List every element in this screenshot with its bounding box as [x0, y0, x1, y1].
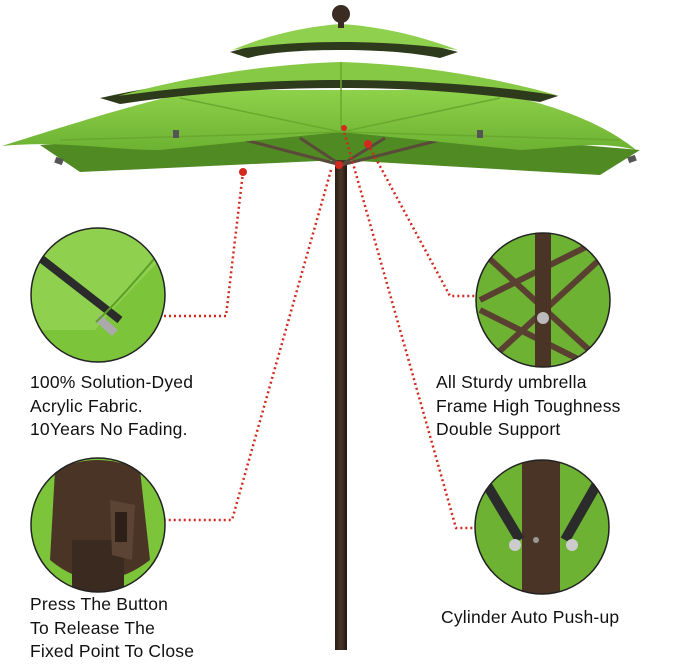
- frame-caption: All Sturdy umbrella Frame High Toughness…: [436, 372, 621, 439]
- cylinder-caption: Cylinder Auto Push-up: [441, 607, 620, 627]
- frame-ribs-icon: [475, 232, 611, 368]
- cylinder-icon: [474, 459, 610, 595]
- canopy-edge-icon: [30, 227, 166, 363]
- umbrella-pole: [335, 150, 347, 650]
- button-detail-circle: [30, 457, 166, 593]
- umbrella-canopy: [2, 24, 637, 166]
- callout-lines: [160, 127, 480, 530]
- callout-dots: [239, 125, 372, 176]
- fabric-detail-circle: [30, 227, 166, 363]
- fabric-caption: 100% Solution-Dyed Acrylic Fabric. 10Yea…: [30, 372, 194, 439]
- button-caption: Press The Button To Release The Fixed Po…: [30, 594, 195, 661]
- release-button-icon: [30, 457, 166, 593]
- frame-detail-circle: [475, 232, 611, 368]
- finial-icon: [332, 5, 350, 28]
- cylinder-detail-circle: [474, 459, 610, 595]
